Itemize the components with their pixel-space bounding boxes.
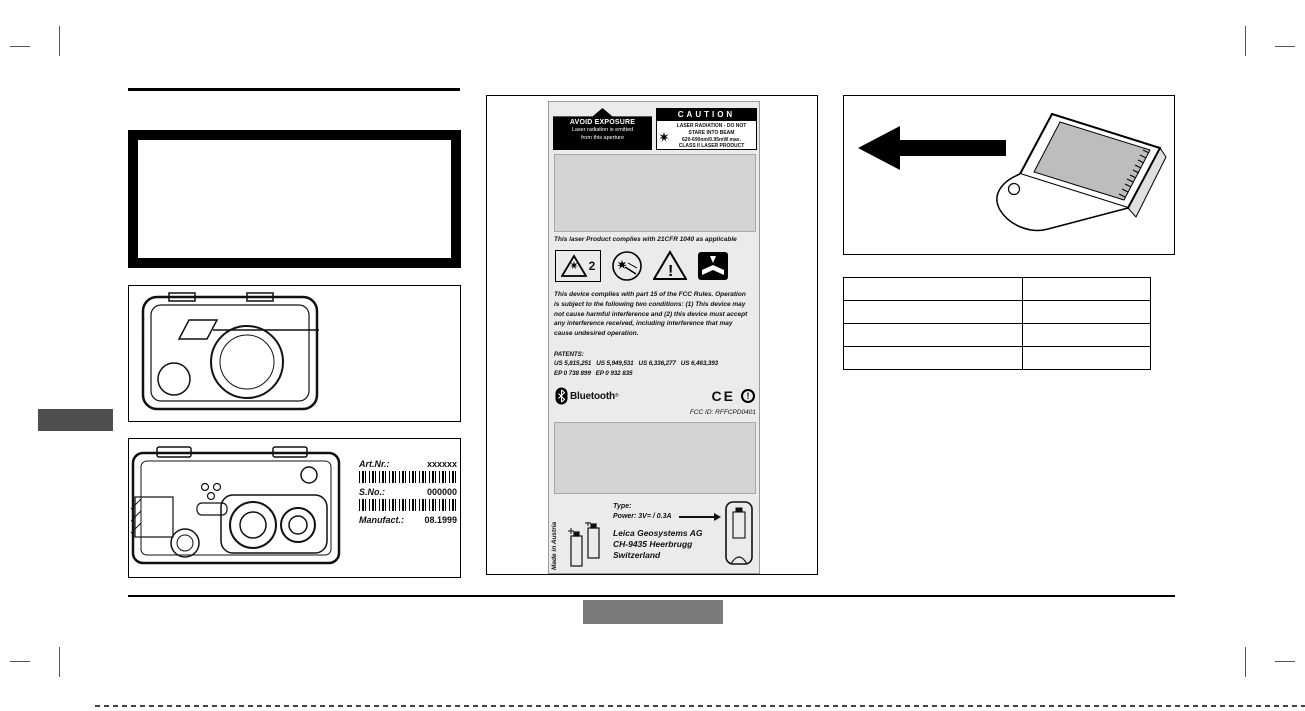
table-cell xyxy=(843,323,1023,347)
laser-aperture-icon xyxy=(612,251,642,281)
table-cell xyxy=(1022,277,1151,301)
manufacturer-address: Leica Geosystems AG CH-9435 Heerbrugg Sw… xyxy=(613,528,702,561)
perforation-line xyxy=(95,705,1305,707)
caution-panel: CAUTION LASER RADIATION - DO NOT STARE I… xyxy=(656,108,757,150)
crop-mark xyxy=(10,661,30,662)
battery-compartment-icon xyxy=(725,501,753,565)
battery-icons xyxy=(568,522,600,567)
footer-rule xyxy=(128,595,1175,597)
device-back-drawing xyxy=(130,446,341,565)
table-cell xyxy=(1022,300,1151,324)
manufact-label: Manufact.: xyxy=(359,515,404,525)
made-in-text: Made in Austria xyxy=(551,521,558,570)
figure-sticker-label: AVOID EXPOSURE Laser radiation is emitte… xyxy=(486,95,818,575)
device-sticker: AVOID EXPOSURE Laser radiation is emitte… xyxy=(548,101,760,574)
laser-class-number: 2 xyxy=(588,259,596,273)
section-rule xyxy=(128,88,460,91)
table-cell xyxy=(843,300,1023,324)
caution-title: CAUTION xyxy=(657,109,756,121)
warning-triangle-icon: ! xyxy=(653,250,687,280)
svg-text:!: ! xyxy=(668,263,673,280)
caution-line4: CLASS II LASER PRODUCT xyxy=(678,143,745,150)
manufact-value: 08.1999 xyxy=(424,515,457,525)
crop-mark xyxy=(59,26,60,56)
crop-mark xyxy=(1245,26,1246,56)
crop-mark xyxy=(10,46,30,47)
type-plate-sticker: Art.Nr.: xxxxxx S.No.: 000000 Manufact.:… xyxy=(359,459,457,525)
label-bottom-block: Made in Austria Type: Power: 3V= / 0.3A xyxy=(549,498,761,575)
avoid-exposure-line1: Laser radiation is emitted xyxy=(571,127,634,134)
power-arrow xyxy=(679,513,721,521)
spec-table xyxy=(843,277,1151,370)
patents-block: PATENTS: US 5,815,251 US 5,949,531 US 6,… xyxy=(554,350,758,378)
chapter-tab xyxy=(38,409,113,431)
crop-mark xyxy=(1275,661,1295,662)
caution-line2: STARE INTO BEAM xyxy=(688,129,735,136)
certification-row: Bluetooth ® CE ! xyxy=(555,386,755,406)
patents-line1: US 5,815,251 US 5,949,531 US 6,336,277 U… xyxy=(554,360,719,368)
table-cell xyxy=(1022,346,1151,370)
bluetooth-wordmark: Bluetooth xyxy=(570,390,615,402)
direction-arrow-icon xyxy=(858,126,1006,170)
fcc-id: FCC ID: RFFCPD0401 xyxy=(689,409,756,416)
avoid-exposure-line2: from this aperture xyxy=(580,134,625,141)
power-label: Power: 3V= / 0.3A xyxy=(613,513,672,520)
crop-mark xyxy=(59,647,60,677)
read-manual-icon xyxy=(698,252,728,280)
label-photo-placeholder-2 xyxy=(554,422,756,494)
ce-mark: CE xyxy=(711,388,735,404)
art-nr-label: Art.Nr.: xyxy=(359,459,390,469)
serial-label: S.No.: xyxy=(359,487,385,497)
type-label: Type: xyxy=(613,503,632,510)
laser-warning-triangle-icon xyxy=(560,254,587,277)
avoid-exposure-panel: AVOID EXPOSURE Laser radiation is emitte… xyxy=(553,108,652,150)
bluetooth-reg-mark: ® xyxy=(614,393,619,399)
label-photo-placeholder xyxy=(554,154,756,232)
cfr-compliance-text: This laser Product complies with 21CFR 1… xyxy=(554,236,737,243)
avoid-exposure-title: AVOID EXPOSURE xyxy=(569,119,636,126)
crop-mark xyxy=(1245,647,1246,677)
label-location-mark xyxy=(177,319,219,340)
empty-callout-frame xyxy=(128,130,461,268)
caution-line3: 620-690nm/0.95mW max. xyxy=(682,136,741,143)
bluetooth-icon xyxy=(555,387,568,405)
barcode xyxy=(359,471,457,483)
barcode xyxy=(359,499,457,511)
laser-burst-icon xyxy=(659,132,669,142)
patents-line2: EP 0 738 899 EP 0 932 835 xyxy=(554,369,633,377)
figure-device-front xyxy=(128,285,461,422)
label-icon-row: 2 ! xyxy=(555,248,757,284)
fcc-statement: This device complies with part 15 of the… xyxy=(554,291,748,337)
art-nr-value: xxxxxx xyxy=(426,459,457,469)
table-cell xyxy=(843,346,1023,370)
alert-mark-icon: ! xyxy=(741,389,755,403)
device-front-drawing xyxy=(141,292,319,411)
patents-title: PATENTS: xyxy=(554,351,584,358)
table-cell xyxy=(843,277,1023,301)
address-line2: CH-9435 Heerbrugg xyxy=(613,539,693,550)
figure-device-back: Art.Nr.: xxxxxx S.No.: 000000 Manufact.:… xyxy=(128,438,461,578)
device-iso-drawing xyxy=(858,112,1167,231)
caution-line1: LASER RADIATION - DO NOT xyxy=(676,123,747,129)
table-cell xyxy=(1022,323,1151,347)
laser-class-2-icon: 2 xyxy=(555,250,601,282)
footer-page-block xyxy=(583,600,723,624)
figure-device-iso xyxy=(843,95,1175,255)
serial-value: 000000 xyxy=(426,487,457,497)
address-line1: Leica Geosystems AG xyxy=(613,528,703,538)
crop-mark xyxy=(1275,46,1295,47)
address-line3: Switzerland xyxy=(613,550,661,561)
